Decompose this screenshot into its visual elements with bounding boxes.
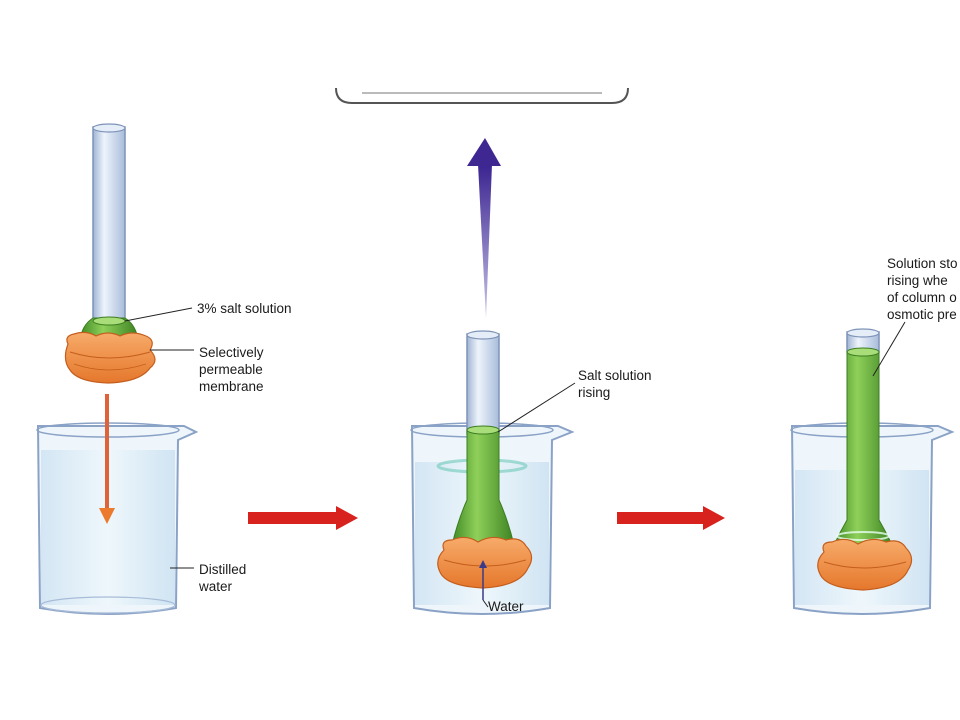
membrane-3 — [817, 538, 913, 591]
pressure-plate — [335, 87, 629, 104]
label-water: Water — [488, 599, 524, 614]
label-membrane-1: Selectively — [199, 345, 264, 360]
down-arrow — [99, 394, 115, 524]
beaker-1 — [36, 422, 199, 615]
label-rising-2: rising — [578, 385, 610, 400]
label-membrane-2: permeable — [199, 362, 263, 377]
membrane-1 — [64, 331, 156, 384]
label-stops-1: Solution sto — [887, 256, 958, 271]
label-stops-3: of column o — [887, 290, 957, 305]
thistle-tube-2 — [451, 330, 515, 546]
leader-rising — [497, 382, 576, 433]
label-stops-4: osmotic pre — [887, 307, 957, 322]
label-membrane-3: membrane — [199, 379, 264, 394]
leader-salt-solution — [124, 307, 193, 322]
membrane-2 — [437, 536, 533, 589]
thistle-tube-3 — [833, 328, 893, 546]
label-distilled-1: Distilled — [199, 562, 246, 577]
stage-1: 3% salt solution Selectively permeable m… — [36, 123, 292, 615]
leader-stops — [872, 321, 906, 377]
step-arrow-1 — [248, 506, 358, 530]
stage-2: Salt solution rising Water — [410, 330, 652, 615]
stage-3: Solution sto rising whe of column o osmo… — [790, 256, 958, 615]
label-rising-1: Salt solution — [578, 368, 652, 383]
label-stops-2: rising whe — [887, 273, 948, 288]
thistle-tube-1 — [79, 123, 139, 341]
label-distilled-2: water — [198, 579, 233, 594]
label-salt-solution: 3% salt solution — [197, 301, 292, 316]
leader-water — [482, 599, 489, 608]
water-arrow — [479, 560, 487, 600]
step-arrow-2 — [617, 506, 725, 530]
osmotic-pressure-arrow — [467, 138, 501, 318]
